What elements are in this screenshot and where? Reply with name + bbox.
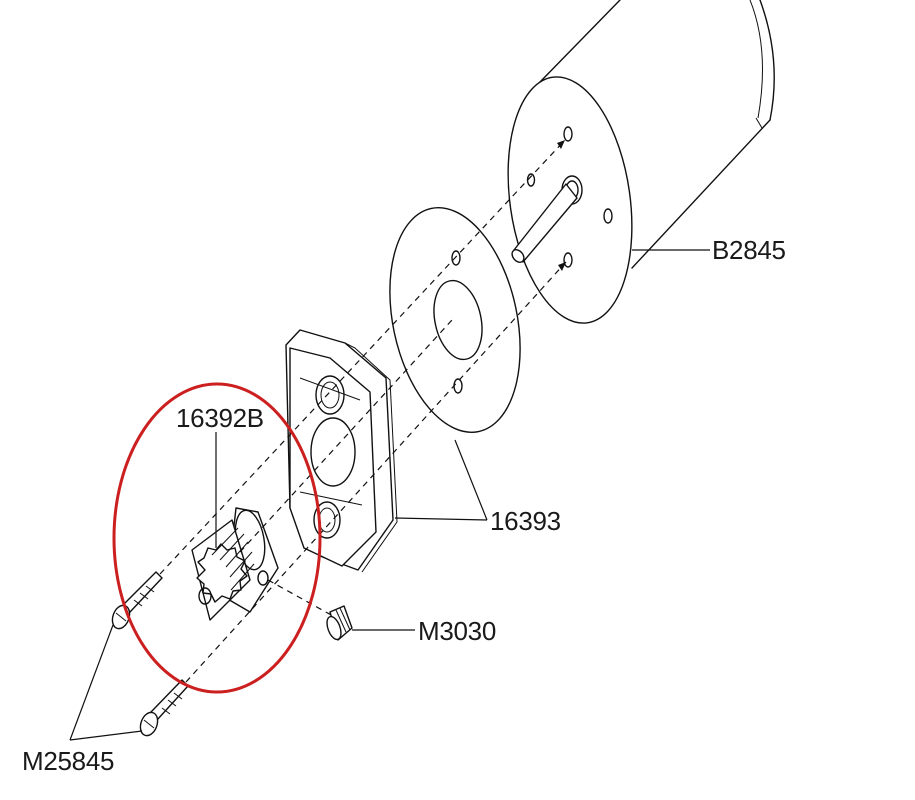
leader-lines [69,249,710,741]
label-motor: B2845 [712,235,786,265]
mounting-screw-lower [139,679,189,737]
motor-can [507,0,775,324]
pinion-gear [191,507,279,621]
label-set-screw: M3030 [418,616,496,646]
label-screws: M25845 [22,746,114,776]
spacer-plate [389,207,521,433]
motor-mount [285,329,398,573]
set-screw [326,605,353,641]
assembly-guide-lines [159,139,567,683]
highlight-circle [112,382,322,694]
label-motor-plate: 16393 [490,506,561,536]
label-pinion: 16392B [176,403,264,433]
